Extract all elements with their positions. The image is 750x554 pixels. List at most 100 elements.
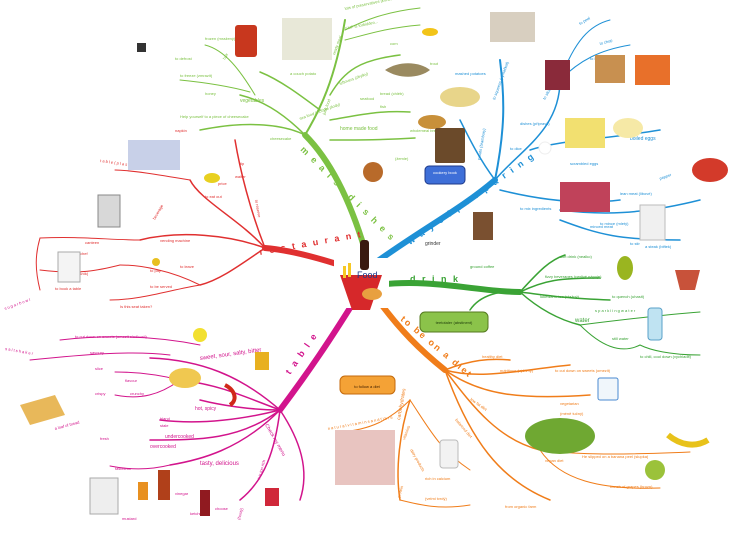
meat-image: [545, 60, 570, 90]
preparing-item: lean meat (libové): [620, 191, 652, 196]
meals-item: hair: [222, 52, 230, 61]
diet-item: bunch of grapes (hrozn): [610, 484, 653, 489]
grapes-image: [645, 460, 665, 480]
diet-item: He slipped on a banana peel (slupka): [582, 454, 649, 459]
restaurant-pictures: [57, 140, 220, 283]
table-item: to cut down on sweets (omezit sladkosti): [75, 334, 147, 339]
meals-item: Help yourself to a piece of cheesecake: [180, 114, 249, 119]
vegetables-image: [525, 418, 595, 454]
diet-item: healthy diet: [482, 354, 503, 359]
crisps-image: [169, 368, 201, 388]
drink-item: ground coffee: [470, 264, 495, 269]
preparing-item: scrambled eggs: [570, 161, 598, 166]
table-item: It is too rich: [256, 459, 266, 480]
diet-pictures: [335, 377, 710, 485]
diet-item: to cut down on sweets (omezit): [555, 368, 611, 373]
cookery-book-image: [435, 128, 465, 163]
meals-item: a couch potato: [290, 71, 317, 76]
drink-item: lukewarm tea (vlažný): [540, 294, 580, 299]
restaurant-item: tip: [240, 161, 245, 166]
waiter-image: [57, 251, 81, 283]
drink-item: s p a r k l i n g w a t e r: [595, 308, 636, 313]
egg-image: [538, 141, 552, 155]
drink-item: water: [574, 318, 590, 324]
meals-item: home made food: [340, 126, 378, 132]
chopping-board-image: [595, 55, 625, 83]
coin-image: [152, 258, 160, 266]
table-item: flavour: [125, 378, 138, 383]
ketchup-bottle-image: [200, 490, 210, 516]
branch-table: [29, 297, 358, 501]
center-node: Food: [334, 240, 389, 310]
drink-labels: d r i n k soft drink (nealko) fizzy beve…: [410, 254, 692, 359]
branch-title-meals: m e a l s , d i s h e s: [299, 144, 398, 243]
follow-a-diet-button[interactable]: [339, 375, 396, 395]
cookery-book-button[interactable]: [424, 165, 466, 185]
table-item: (hustý): [236, 507, 244, 521]
restaurant-item: canteen: [85, 240, 99, 245]
meals-item: to freeze (zmrazit): [180, 73, 213, 78]
meals-item: vegetables: [240, 98, 265, 104]
table-item: undercooked: [165, 434, 194, 440]
table-item: tasteless: [115, 466, 131, 471]
preparing-item: potato (brambory): [476, 127, 487, 160]
table-item: mustard: [122, 516, 136, 521]
branch-restaurant: [35, 139, 358, 301]
table-labels: t a b l e s u g a r b o w l s a l t s h …: [4, 297, 320, 521]
kiwi-image: [617, 256, 633, 280]
fries-image: [348, 263, 351, 277]
meals-item: corn: [390, 41, 398, 46]
diet-item: vitamins: [401, 425, 411, 440]
canned-food-image: [265, 488, 279, 506]
bun-image: [363, 162, 383, 182]
meals-item: to defrost: [175, 56, 193, 61]
preparing-item: to mince (mletý): [600, 221, 629, 226]
minced-meat-image: [560, 182, 610, 212]
meals-item: (žemle): [395, 156, 409, 161]
diet-item: dairy products: [409, 448, 426, 472]
yogurt-image: [597, 377, 619, 401]
teetotaler-button[interactable]: [419, 311, 489, 333]
drink-item: soft drink (nealko): [560, 254, 592, 259]
banana-image: [666, 432, 710, 448]
meals-item: junk food: [321, 98, 332, 116]
dice-icon: [137, 43, 146, 52]
chef-image: [639, 204, 666, 241]
chef-cartoon-image: [89, 477, 119, 515]
diet-item: vegan diet: [545, 458, 564, 463]
branch-meals: [179, 7, 421, 253]
restaurant-item: chef: [80, 251, 88, 256]
branch-title-restaurant: r e s t a u r a n t: [259, 229, 364, 257]
restaurant-item: t a b l e ( p l a s t i d e l ): [100, 158, 144, 169]
preparing-item: to peel: [578, 15, 591, 25]
preparing-pictures: cookery book: [424, 12, 728, 241]
diet-item: nutritious (výživný): [500, 368, 534, 373]
corn-image: [422, 28, 438, 36]
restaurant-table-image: [128, 140, 180, 170]
meals-item: sea food (mořské plody): [299, 101, 342, 121]
restaurant-item: napkin: [175, 128, 187, 133]
meals-item: honey: [205, 91, 216, 96]
preparing-item: minced meat: [590, 224, 614, 229]
meals-pictures: [137, 18, 446, 182]
drink-item: fizzy beverages (perlivé nápoje): [545, 274, 602, 279]
table-item: vinegar: [175, 491, 189, 496]
restaurant-item: price: [218, 181, 227, 186]
mashed-potatoes-image: [440, 87, 480, 107]
couch-potato-image: [282, 18, 332, 60]
preparing-item: a steak (biftek): [645, 244, 672, 249]
table-item: savoury: [90, 350, 104, 355]
burger-image: [362, 288, 382, 300]
boiled-eggs-image: [613, 118, 643, 138]
milk-image: [439, 439, 459, 469]
restaurant-item: Is this seat taken?: [120, 304, 153, 309]
restaurant-item: waiter: [235, 174, 246, 179]
table-pictures: [20, 328, 279, 516]
beer-mug-image: [255, 352, 269, 370]
table-item: tasty, delicious: [200, 461, 239, 467]
table-item: Check my menu: [263, 423, 286, 457]
vending-machine-image: [97, 194, 121, 228]
coins-image: [204, 173, 220, 183]
